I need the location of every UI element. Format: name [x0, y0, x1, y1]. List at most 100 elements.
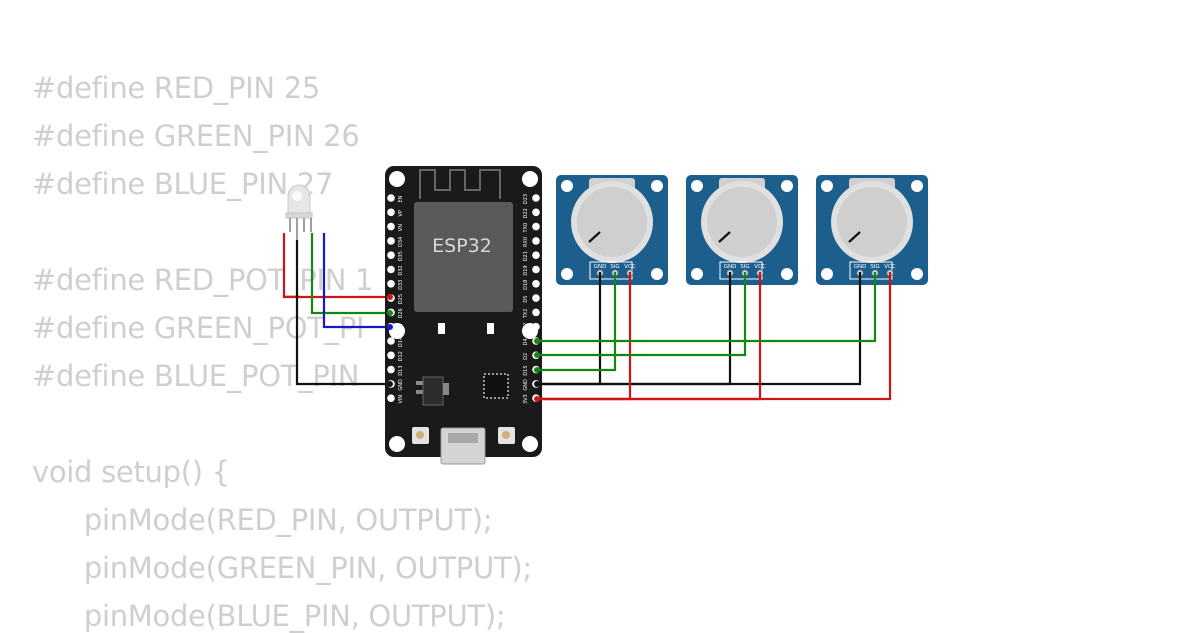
wire-green-pot1-d15: [538, 272, 617, 372]
pin-label: RX0: [523, 237, 529, 247]
pin-label: D26: [398, 308, 404, 318]
voltage-regulator: [422, 376, 444, 406]
header-pin[interactable]: [387, 394, 395, 403]
pin-label: D21: [523, 251, 529, 261]
pin-label: GND: [523, 379, 529, 391]
header-pin[interactable]: [387, 251, 395, 259]
pot-pin-label: GND: [724, 264, 737, 270]
led-legs: [289, 218, 312, 240]
pin-label: D5: [523, 296, 529, 303]
code-line: pinMode(RED_PIN, OUTPUT);: [66, 503, 493, 537]
pin-label: VIN: [398, 395, 404, 404]
wire-red-pot3: [538, 272, 892, 401]
pin-label: EN: [398, 195, 404, 202]
code-line: #define BLUE_PIN 27: [32, 167, 334, 201]
pot-pin-label: SIG: [740, 264, 749, 270]
pot-pin-label: VCC: [884, 264, 896, 270]
knob-indicator: [848, 231, 861, 243]
pin-label: D18: [523, 280, 529, 290]
pin-label: D35: [398, 251, 404, 261]
esp32-board[interactable]: ESP32 ENVPVND34D35D32D33D25D26D27D14D12D…: [385, 166, 542, 465]
header-pin[interactable]: [387, 280, 395, 288]
pin-label: D13: [398, 365, 404, 375]
pot-pin-label: SIG: [610, 264, 619, 270]
code-line: void setup() {: [32, 455, 230, 489]
wire-red-d25: [282, 233, 388, 299]
pin-label: D4: [523, 338, 529, 345]
code-line: #define RED_PIN 25: [32, 71, 321, 105]
header-pin[interactable]: [532, 265, 540, 274]
header-pin[interactable]: [532, 251, 540, 259]
pin-label: D33: [398, 280, 404, 290]
header-pin[interactable]: [387, 265, 395, 274]
header-pin[interactable]: [532, 194, 540, 202]
pcb-antenna: [419, 169, 501, 199]
pin-label: TX0: [523, 223, 529, 234]
pin-label: RX2: [523, 323, 529, 333]
pot-knob[interactable]: [707, 187, 777, 257]
pot-pin-label: VCC: [754, 264, 766, 270]
code-line: pinMode(GREEN_PIN, OUTPUT);: [66, 551, 532, 585]
code-line: #define RED_POT_PIN 1: [32, 263, 374, 297]
header-pin[interactable]: [532, 322, 540, 331]
header-pin[interactable]: [532, 237, 540, 245]
header-pin[interactable]: [387, 208, 395, 217]
pot-knob[interactable]: [577, 187, 647, 257]
pin-label: D34: [398, 237, 404, 247]
pin-label: D27: [398, 323, 404, 333]
wire-black-pot3: [538, 272, 862, 386]
wire-black-gnd: [295, 240, 388, 386]
header-pin[interactable]: [532, 308, 540, 317]
pin-label: TX2: [523, 309, 529, 320]
pin-label: D23: [523, 194, 529, 204]
pot-pin-label: VCC: [624, 264, 636, 270]
pot-knob[interactable]: [837, 187, 907, 257]
wire-black-pot2: [538, 272, 732, 386]
pin-label: D25: [398, 294, 404, 304]
wire-green-pot3-d4: [538, 272, 877, 343]
pin-label: 3V3: [523, 394, 529, 404]
pin-label: D12: [398, 351, 404, 361]
header-pin[interactable]: [532, 208, 540, 217]
wire-green-pot2-d2: [538, 272, 747, 357]
pin-label: VN: [398, 224, 404, 231]
wire-red-pot1: [538, 272, 632, 401]
pin-label: D15: [523, 365, 529, 375]
pin-label: D2: [523, 353, 529, 360]
code-line: #define GREEN_PIN 26: [32, 119, 360, 153]
wire-green-d26: [310, 233, 388, 315]
pin-connectors: [387, 294, 540, 402]
usb-uart-chip: [483, 373, 509, 399]
header-pin[interactable]: [387, 194, 395, 202]
header-pin[interactable]: [387, 365, 395, 374]
header-pin[interactable]: [387, 337, 395, 345]
code-line: #define BLUE_POT_PIN: [32, 359, 360, 393]
knob-indicator: [718, 231, 731, 243]
led-wires: [282, 233, 388, 386]
header-pin[interactable]: [532, 280, 540, 288]
pot-pin-label: SIG: [870, 264, 879, 270]
pot-wires: [538, 272, 892, 401]
pot-pin-label: GND: [594, 264, 607, 270]
wire-red-pot2: [538, 272, 762, 401]
pin-label: D32: [398, 265, 404, 275]
pot-pin-label: GND: [854, 264, 867, 270]
pin-label: GND: [398, 379, 404, 391]
pin-label: D19: [523, 265, 529, 275]
header-pin[interactable]: [387, 237, 395, 245]
header-pin[interactable]: [387, 351, 395, 360]
pin-label: D14: [398, 337, 404, 347]
header-pin[interactable]: [387, 222, 395, 231]
wire-black-pot1: [538, 272, 602, 386]
header-pin[interactable]: [532, 222, 540, 231]
header-pin[interactable]: [532, 294, 540, 302]
esp32-chip: [414, 202, 513, 312]
wire-blue-d27: [322, 233, 388, 329]
knob-indicator: [588, 231, 601, 243]
rgb-led[interactable]: [285, 184, 313, 219]
